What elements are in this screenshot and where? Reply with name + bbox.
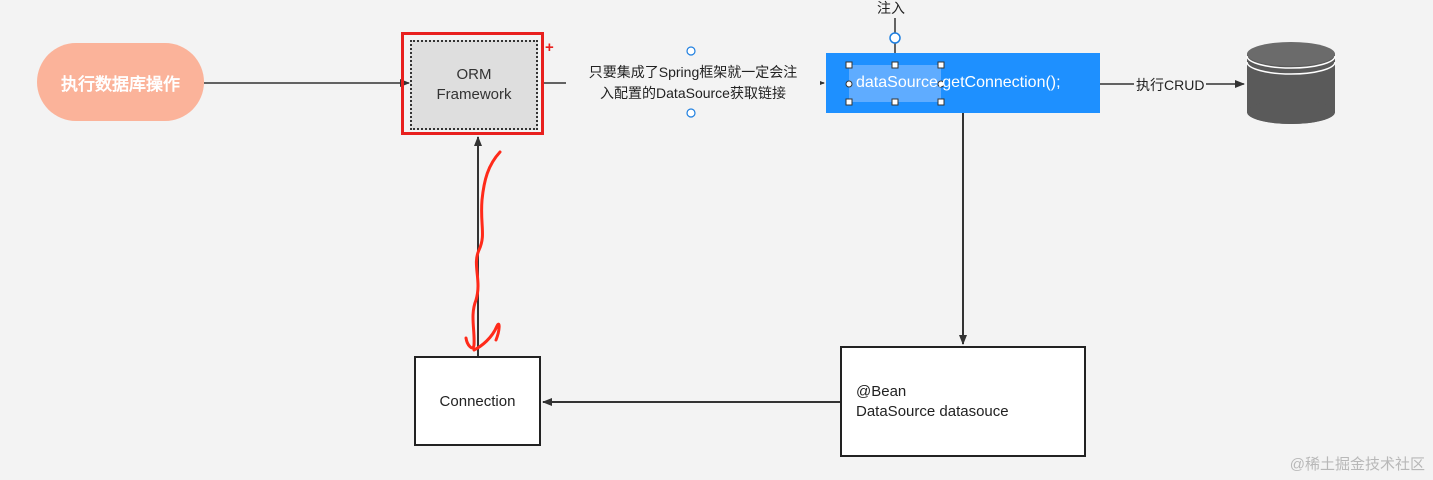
- crud-label: 执行CRUD: [1134, 75, 1207, 95]
- start-node-label: 执行数据库操作: [61, 74, 180, 94]
- orm-label-line1: ORM: [456, 66, 492, 83]
- text-selection-highlight: [849, 65, 941, 102]
- orm-selection-frame: [401, 32, 544, 135]
- bean-declaration-label: DataSource datasouce: [856, 402, 1009, 420]
- orm-framework-node[interactable]: ORM Framework: [410, 40, 538, 130]
- connector-label-line2: 入配置的DataSource获取链接: [600, 85, 786, 101]
- orm-label-line2: Framework: [436, 86, 512, 103]
- connector-handle-top[interactable]: [686, 46, 696, 56]
- connection-node[interactable]: Connection: [414, 356, 541, 446]
- connector-handle-bottom[interactable]: [686, 108, 696, 118]
- inject-handle[interactable]: [889, 32, 901, 44]
- connection-label: Connection: [439, 392, 516, 410]
- datasource-bean-node[interactable]: @Bean DataSource datasouce: [840, 346, 1086, 457]
- connector-label[interactable]: 只要集成了Spring框架就一定会注 入配置的DataSource获取链接: [566, 62, 820, 104]
- add-plus-icon[interactable]: +: [545, 39, 554, 56]
- bean-annotation-label: @Bean: [856, 382, 907, 400]
- inject-label: 注入: [877, 0, 905, 16]
- connector-label-line1: 只要集成了Spring框架就一定会注: [588, 64, 798, 80]
- watermark: @稀土掘金技术社区: [1289, 456, 1425, 473]
- datasource-call-node[interactable]: dataSource.getConnection();: [826, 53, 1100, 113]
- annotation-scribble: [464, 150, 502, 352]
- start-node[interactable]: 执行数据库操作: [37, 43, 204, 121]
- datasource-call-label: dataSource.getConnection();: [856, 74, 1061, 91]
- database-icon: [1246, 42, 1336, 124]
